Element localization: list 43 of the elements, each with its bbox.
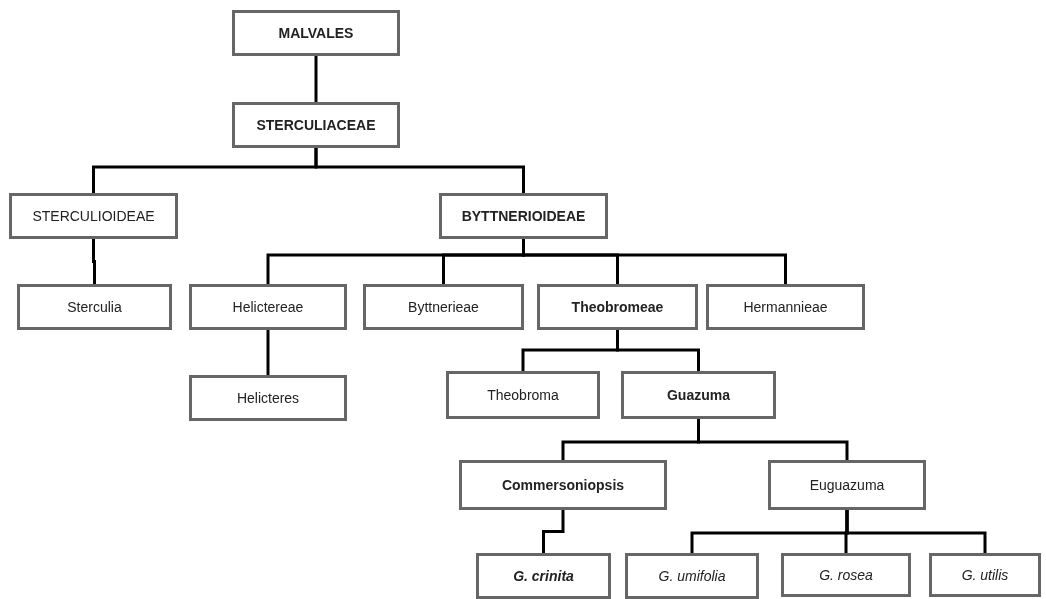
taxon-name: G. umifolia — [658, 568, 726, 584]
taxon-box — [706, 284, 865, 330]
taxon-box — [781, 553, 911, 597]
connector-line — [522, 239, 787, 284]
connector-line — [845, 510, 987, 553]
taxon-box — [768, 460, 926, 510]
taxon-name: Helicteres — [236, 390, 300, 406]
taxon-name: MALVALES — [278, 25, 354, 41]
taxon-name: STERCULIACEAE — [256, 117, 376, 133]
taxon-box — [446, 371, 600, 419]
taxon-box — [9, 193, 178, 239]
taxon-box — [17, 284, 172, 330]
connector-line — [542, 510, 565, 553]
taxon-box — [621, 371, 776, 419]
connector-line — [266, 330, 270, 375]
taxon-name: Helictereae — [232, 299, 304, 315]
taxon-name: STERCULIOIDEAE — [32, 208, 155, 224]
taxon-box — [929, 553, 1041, 597]
taxon-name: G. crinita — [513, 568, 574, 584]
taxon-box — [439, 193, 608, 239]
taxon-box — [189, 284, 347, 330]
taxon-name: Euguazuma — [809, 477, 885, 493]
taxon-name: Theobromeae — [571, 299, 664, 315]
taxon-box — [459, 460, 667, 510]
taxon-box — [363, 284, 524, 330]
connector-line — [314, 148, 525, 193]
connector-line — [314, 56, 318, 102]
taxon-name: Commersoniopsis — [501, 477, 625, 493]
taxon-name: Guazuma — [667, 387, 730, 403]
taxon-name: Sterculia — [67, 299, 122, 315]
taxon-box — [537, 284, 698, 330]
taxon-box — [232, 10, 400, 56]
taxon-box — [189, 375, 347, 421]
connector-line — [92, 239, 96, 284]
taxon-name: Hermannieae — [743, 299, 828, 315]
taxon-name: G. rosea — [819, 567, 873, 583]
taxon-box — [625, 553, 759, 599]
taxon-box — [476, 553, 611, 599]
taxon-name: G. utilis — [961, 567, 1009, 583]
taxon-name: BYTTNERIOIDEAE — [461, 208, 586, 224]
taxon-box — [232, 102, 400, 148]
taxon-name: Theobroma — [487, 387, 559, 403]
taxon-name: Byttnerieae — [408, 299, 479, 315]
